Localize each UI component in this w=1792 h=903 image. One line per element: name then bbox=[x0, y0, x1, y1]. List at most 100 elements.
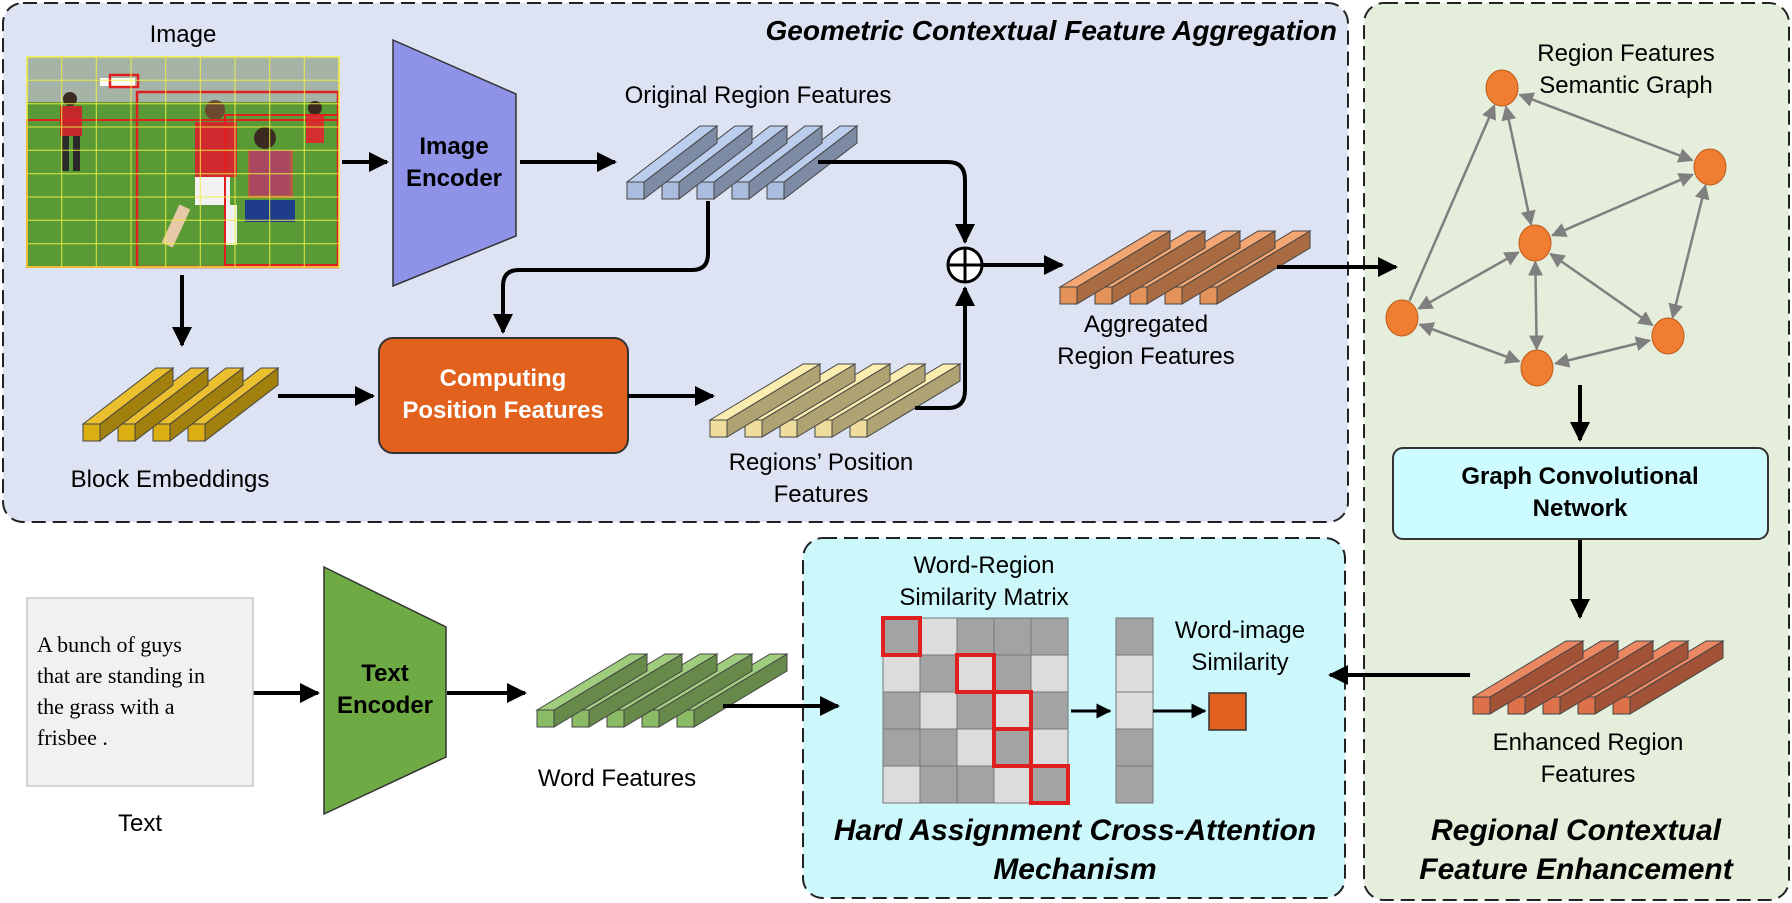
image-label: Image bbox=[150, 21, 217, 48]
gcn-label-line2: Network bbox=[1533, 495, 1628, 522]
hard-panel-title-line1: Hard Assignment Cross-Attention bbox=[834, 814, 1316, 847]
similarity-matrix-label-line1: Word-Region bbox=[914, 552, 1055, 579]
text-encoder-label-line2: Encoder bbox=[337, 692, 433, 719]
matrix-cell bbox=[919, 691, 958, 730]
matrix-cell bbox=[882, 654, 921, 693]
arrow-icon bbox=[172, 152, 1590, 716]
feature-bar bbox=[81, 366, 175, 443]
regional-panel-title-line2: Feature Enhancement bbox=[1419, 853, 1734, 886]
column-cell bbox=[1115, 617, 1154, 656]
matrix-cell bbox=[956, 765, 995, 804]
position-features-stack bbox=[708, 363, 962, 438]
graph-edge bbox=[1501, 105, 1536, 226]
matrix-cell bbox=[993, 728, 1032, 767]
matrix-cell bbox=[993, 691, 1032, 730]
image-encoder-label-line2: Encoder bbox=[406, 165, 502, 192]
graph-edge bbox=[1417, 251, 1520, 310]
original-region-features-stack bbox=[625, 124, 859, 201]
matrix-cell bbox=[919, 617, 958, 656]
column-cell bbox=[1115, 765, 1154, 804]
matrix-cell bbox=[956, 728, 995, 767]
input-image bbox=[26, 56, 340, 269]
matrix-cell bbox=[1030, 728, 1069, 767]
regional-panel-title-line1: Regional Contextual bbox=[1431, 814, 1722, 847]
graph-edge bbox=[1528, 260, 1544, 351]
graph-node bbox=[1518, 224, 1552, 262]
feature-bar bbox=[1058, 230, 1172, 305]
matrix-cell bbox=[882, 691, 921, 730]
matrix-highlight-cell bbox=[881, 616, 922, 657]
matrix-cell bbox=[1030, 691, 1069, 730]
word-image-similarity-square bbox=[1208, 692, 1247, 731]
similarity-column bbox=[1115, 617, 1154, 804]
column-cell bbox=[1115, 691, 1154, 730]
matrix-cell bbox=[956, 617, 995, 656]
matrix-cell bbox=[993, 617, 1032, 656]
matrix-cell bbox=[882, 617, 921, 656]
matrix-highlight-cell bbox=[992, 727, 1033, 768]
column-cell bbox=[1115, 728, 1154, 767]
matrix-cell bbox=[956, 691, 995, 730]
computing-position-features-box bbox=[378, 337, 629, 454]
image-encoder bbox=[392, 38, 517, 288]
semantic-graph-nodes bbox=[1385, 69, 1727, 387]
graph-node bbox=[1693, 148, 1727, 186]
graph-node bbox=[1385, 299, 1419, 337]
feature-bar bbox=[708, 363, 822, 438]
matrix-highlight-cell bbox=[1029, 764, 1070, 805]
enhanced-region-features-stack bbox=[1471, 640, 1725, 715]
graph-edge bbox=[1518, 92, 1694, 163]
graph-node bbox=[1651, 317, 1685, 355]
matrix-cell bbox=[882, 765, 921, 804]
original-region-features-label: Original Region Features bbox=[625, 82, 892, 109]
matrix-cell bbox=[993, 765, 1032, 804]
caption-line-2: that are standing in bbox=[37, 663, 205, 688]
matrix-cell bbox=[1030, 654, 1069, 693]
block-embeddings-label: Block Embeddings bbox=[71, 466, 270, 493]
gcn-label-line1: Graph Convolutional bbox=[1461, 463, 1698, 490]
enhanced-region-features-label-line2: Features bbox=[1541, 761, 1636, 788]
text-encoder-label-line1: Text bbox=[361, 660, 409, 687]
graph-edge bbox=[1554, 336, 1651, 368]
regions-position-features-label-line2: Features bbox=[774, 481, 869, 508]
text-label: Text bbox=[118, 810, 162, 837]
caption-line-1: A bunch of guys bbox=[37, 632, 182, 657]
matrix-cell bbox=[919, 728, 958, 767]
image-encoder-label-line1: Image bbox=[419, 133, 488, 160]
feature-bar bbox=[535, 653, 649, 728]
matrix-cell bbox=[993, 654, 1032, 693]
graph-edge bbox=[1668, 183, 1710, 320]
matrix-cell bbox=[882, 728, 921, 767]
word-image-similarity-label-line2: Similarity bbox=[1191, 649, 1288, 676]
matrix-cell bbox=[919, 654, 958, 693]
geometric-panel-title: Geometric Contextual Feature Aggregation bbox=[766, 15, 1338, 46]
block-embeddings-stack bbox=[81, 366, 280, 443]
similarity-matrix bbox=[881, 616, 1070, 805]
word-image-similarity-label-line1: Word-image bbox=[1175, 617, 1305, 644]
matrix-highlight-cell bbox=[955, 653, 996, 694]
gcn-box bbox=[1392, 447, 1769, 540]
word-features-label: Word Features bbox=[538, 765, 696, 792]
caption-line-4: frisbee . bbox=[37, 725, 108, 750]
graph-edge bbox=[1549, 252, 1654, 327]
feature-bar bbox=[625, 124, 719, 201]
semantic-graph-label-line1: Region Features bbox=[1537, 40, 1714, 67]
aggregated-region-features-label-line1: Aggregated bbox=[1084, 311, 1208, 338]
semantic-graph-edges bbox=[1408, 92, 1710, 368]
computing-box-label-line1: Computing bbox=[440, 365, 567, 392]
matrix-cell bbox=[1030, 765, 1069, 804]
graph-edge bbox=[1418, 322, 1521, 364]
feature-bar bbox=[1471, 640, 1585, 715]
caption-line-3: the grass with a bbox=[37, 694, 175, 719]
matrix-cell bbox=[956, 654, 995, 693]
text-encoder bbox=[323, 565, 447, 816]
aggregated-region-features-stack bbox=[1058, 230, 1312, 305]
aggregated-region-features-label-line2: Region Features bbox=[1057, 343, 1234, 370]
hard-panel-title-line2: Mechanism bbox=[993, 853, 1156, 886]
word-features-stack bbox=[535, 653, 789, 728]
column-cell bbox=[1115, 654, 1154, 693]
regions-position-features-label-line1: Regions’ Position bbox=[729, 449, 914, 476]
enhanced-region-features-label-line1: Enhanced Region bbox=[1493, 729, 1684, 756]
text-input-box bbox=[26, 597, 254, 787]
